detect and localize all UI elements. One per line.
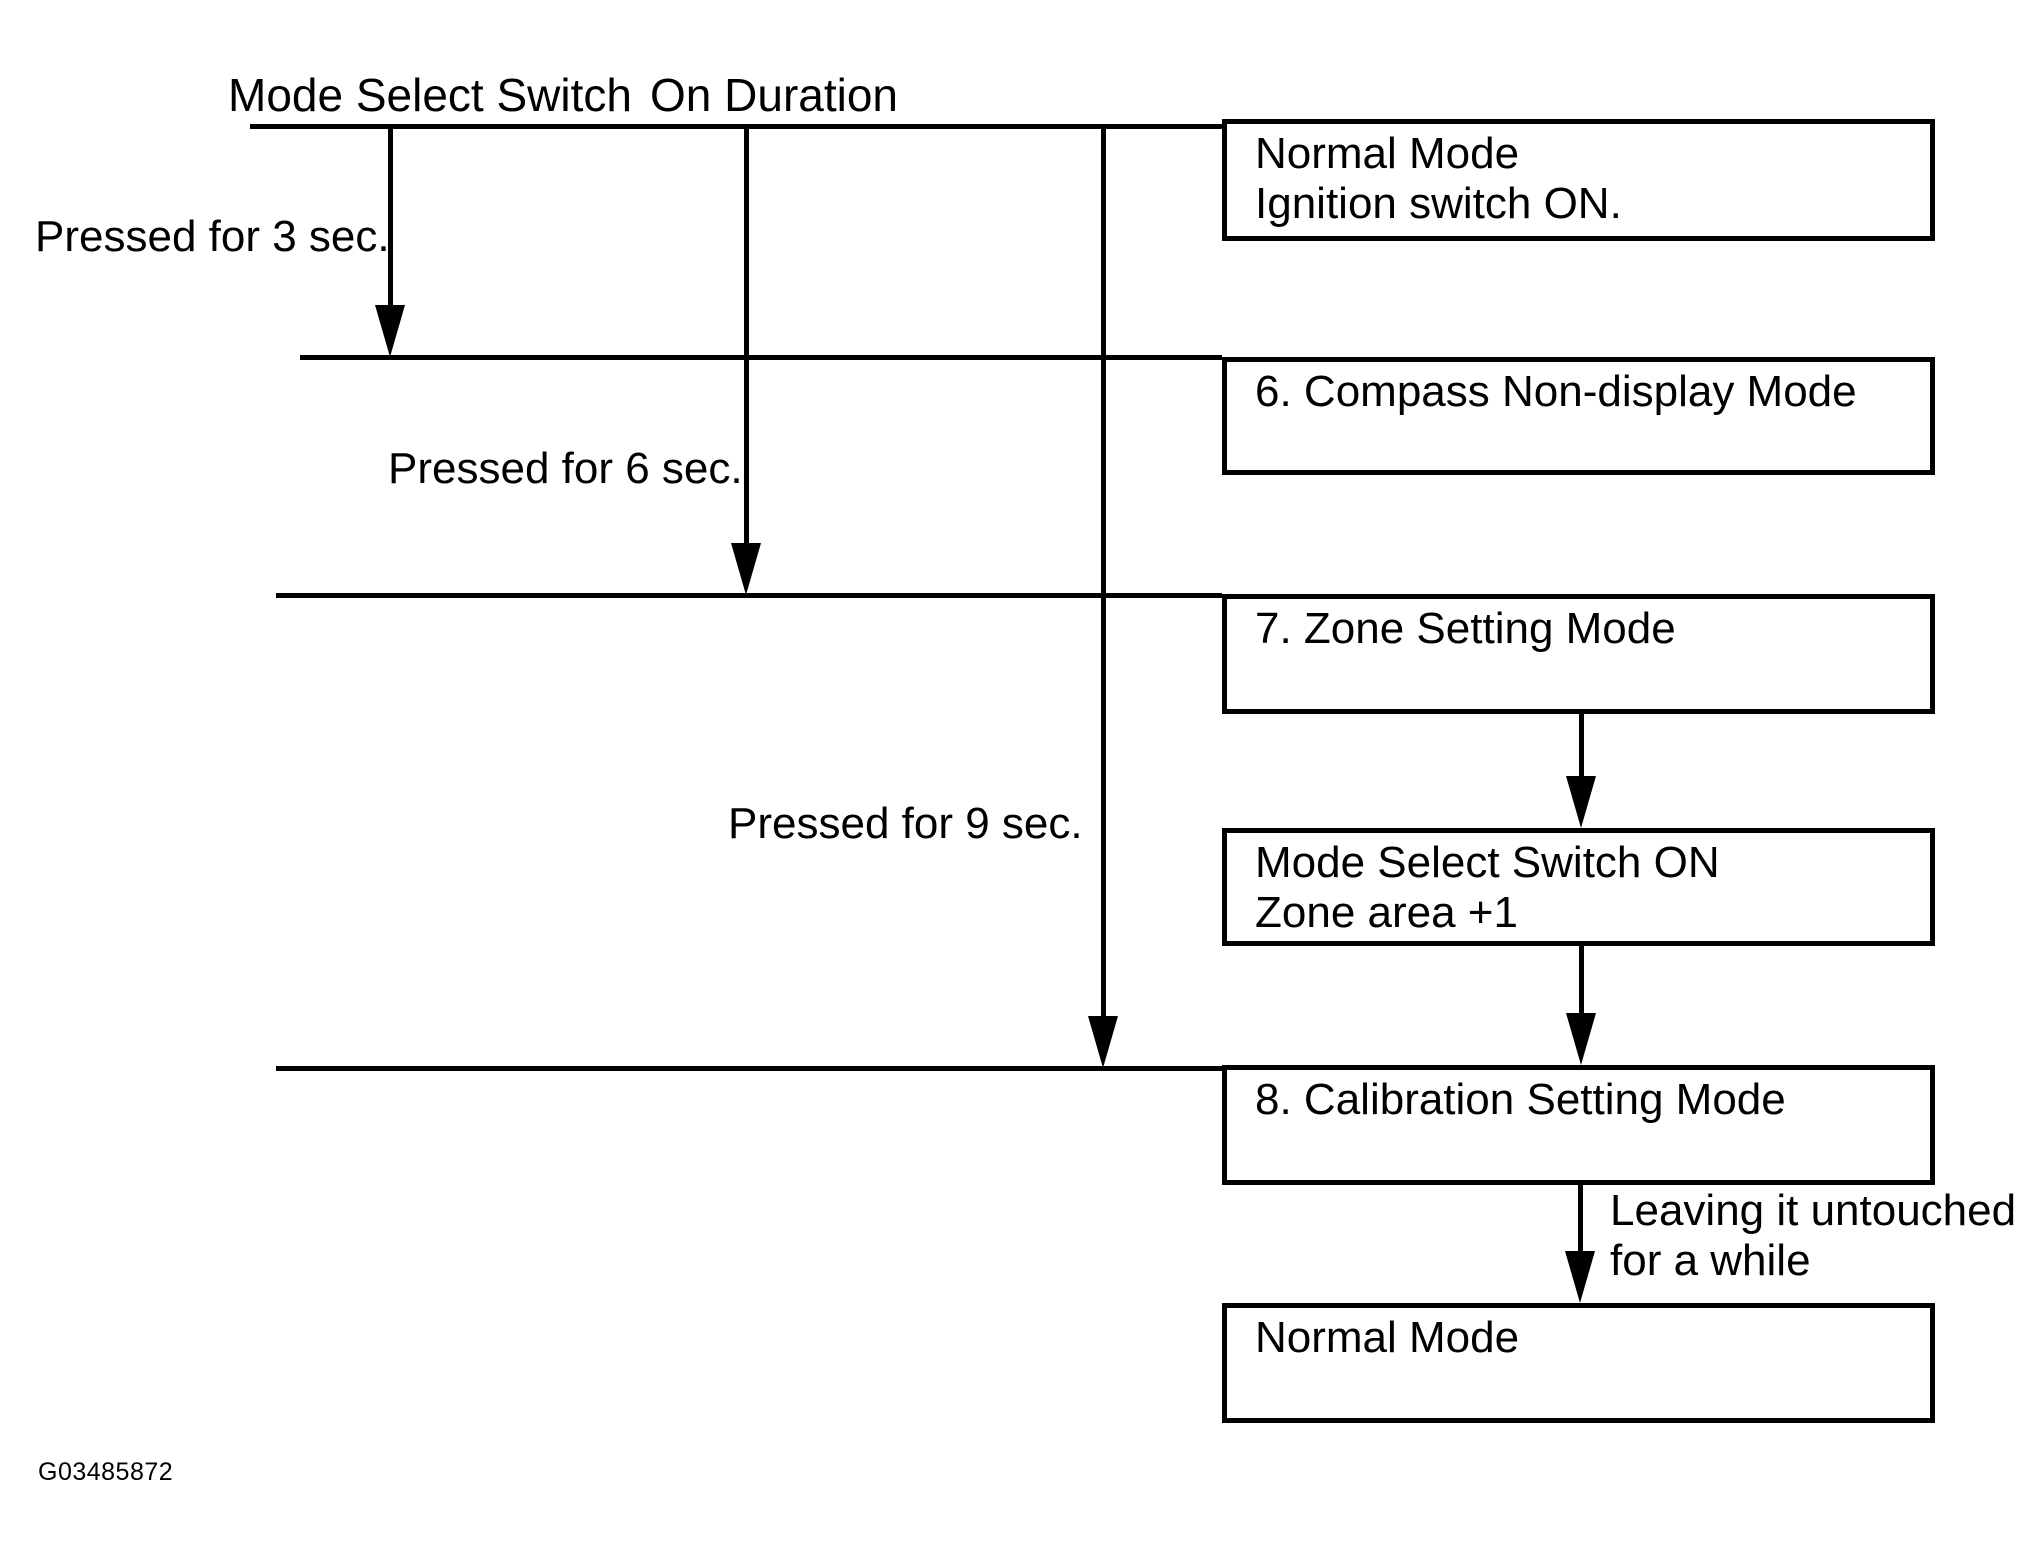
arrow-9sec-line — [1101, 124, 1106, 1023]
timeline-rule-3 — [276, 593, 1222, 598]
connector-switch-to-calibration-head-icon — [1566, 1013, 1596, 1065]
figure-id: G03485872 — [38, 1458, 174, 1486]
box-line: Normal Mode — [1255, 1313, 1520, 1362]
connector-calibration-to-normal-head-icon — [1565, 1251, 1595, 1303]
box-line: Mode Select Switch ON — [1255, 838, 1720, 887]
connector-switch-to-calibration-line — [1579, 946, 1584, 1018]
box-mode-select-switch-on: Mode Select Switch ON Zone area +1 — [1222, 828, 1935, 946]
box-line: Normal Mode — [1255, 129, 1520, 178]
box-calibration-setting-mode: 8. Calibration Setting Mode — [1222, 1065, 1935, 1185]
header-mode-select-switch: Mode Select Switch — [228, 69, 632, 121]
box-line: 7. Zone Setting Mode — [1255, 604, 1676, 653]
header-on-duration: On Duration — [650, 69, 899, 121]
connector-zone-to-switch-head-icon — [1566, 776, 1596, 828]
box-line: 6. Compass Non-display Mode — [1255, 367, 1857, 416]
box-normal-mode-start: Normal Mode Ignition switch ON. — [1222, 119, 1935, 241]
connector-zone-to-switch-line — [1579, 714, 1584, 784]
box-line: 8. Calibration Setting Mode — [1255, 1075, 1786, 1124]
note-leaving-untouched: Leaving it untouched for a while — [1610, 1186, 2016, 1286]
box-line: Ignition switch ON. — [1255, 179, 1622, 228]
label-pressed-9sec: Pressed for 9 sec. — [728, 799, 1083, 848]
label-pressed-3sec: Pressed for 3 sec. — [35, 212, 390, 261]
box-zone-setting-mode: 7. Zone Setting Mode — [1222, 594, 1935, 714]
note-line-2: for a while — [1610, 1236, 1811, 1285]
arrow-9sec-head-icon — [1088, 1016, 1118, 1068]
box-normal-mode-end: Normal Mode — [1222, 1303, 1935, 1423]
box-compass-non-display-mode: 6. Compass Non-display Mode — [1222, 357, 1935, 475]
connector-calibration-to-normal-line — [1578, 1185, 1583, 1257]
arrow-3sec-head-icon — [375, 305, 405, 357]
box-line: Zone area +1 — [1255, 888, 1518, 937]
arrow-6sec-line — [744, 124, 749, 550]
timeline-rule-2 — [300, 355, 1222, 360]
arrow-3sec-line — [388, 124, 393, 312]
arrow-6sec-head-icon — [731, 543, 761, 595]
timeline-rule-1 — [250, 124, 1222, 129]
label-pressed-6sec: Pressed for 6 sec. — [388, 444, 743, 493]
note-line-1: Leaving it untouched — [1610, 1186, 2017, 1235]
timeline-rule-4 — [276, 1066, 1222, 1071]
